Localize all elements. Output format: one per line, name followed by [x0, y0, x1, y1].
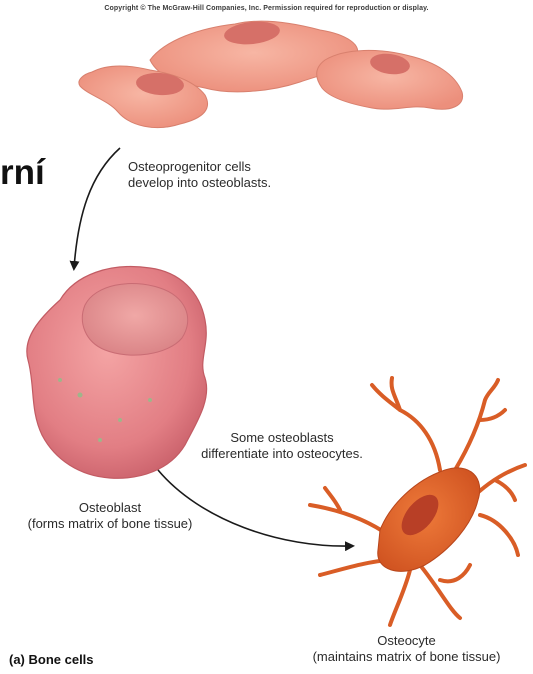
label-osteoblast-role: (forms matrix of bone tissue) [0, 516, 220, 532]
osteoblast-granule [98, 438, 102, 442]
copyright-notice: Copyright © The McGraw-Hill Companies, I… [0, 5, 533, 12]
caption-progenitor-line-2: develop into osteoblasts. [128, 175, 271, 191]
part-label: (a) Bone cells [9, 652, 94, 667]
osteoblast-nucleus [82, 283, 187, 355]
osteoprogenitor-cells [79, 19, 463, 127]
arrow-progenitor-to-osteoblast [74, 148, 120, 268]
caption-differentiate-line-1: Some osteoblasts [182, 430, 382, 446]
osteocyte-cell [310, 378, 525, 625]
caption-differentiate-line-2: differentiate into osteocytes. [182, 446, 382, 462]
label-osteocyte: Osteocyte (maintains matrix of bone tiss… [280, 633, 533, 665]
label-osteocyte-role: (maintains matrix of bone tissue) [280, 649, 533, 665]
caption-progenitor: Osteoprogenitor cells develop into osteo… [128, 159, 271, 191]
osteoblast-granule [78, 393, 83, 398]
osteoblast-granule [118, 418, 122, 422]
osteoblast-granule [148, 398, 152, 402]
label-osteoblast: Osteoblast (forms matrix of bone tissue) [0, 500, 220, 532]
caption-differentiate: Some osteoblasts differentiate into oste… [182, 430, 382, 462]
heading-fragment: rní [0, 153, 45, 193]
caption-progenitor-line-1: Osteoprogenitor cells [128, 159, 271, 175]
label-osteoblast-name: Osteoblast [0, 500, 220, 516]
label-osteocyte-name: Osteocyte [280, 633, 533, 649]
osteoblast-granule [58, 378, 62, 382]
osteoblast-cell [27, 267, 207, 479]
